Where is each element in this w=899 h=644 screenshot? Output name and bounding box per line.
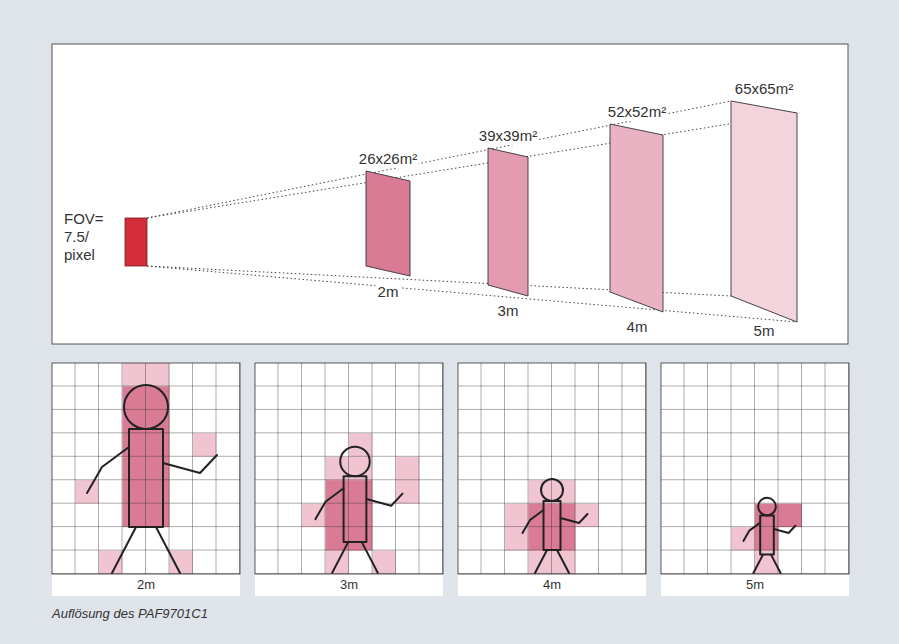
area-label: 26x26m² <box>357 150 419 168</box>
grid-panel <box>255 363 443 596</box>
view-lines <box>147 101 797 322</box>
illustration-part <box>52 363 240 596</box>
distance-label: 3m <box>496 302 521 320</box>
figure-caption: Auflösung des PAF9701C1 <box>52 606 208 621</box>
illustration-part <box>661 363 849 574</box>
area-label: 39x39m² <box>477 127 539 145</box>
illustration-part <box>147 113 797 218</box>
grid-panel <box>52 363 240 596</box>
distance-label: 3m <box>340 577 358 593</box>
illustration-part <box>87 385 217 573</box>
illustration-part <box>366 171 410 276</box>
area-label: 65x65m² <box>733 80 795 98</box>
illustration-part <box>610 124 663 312</box>
top-panel <box>52 44 848 344</box>
distance-label: 5m <box>752 322 777 340</box>
illustration-part <box>315 447 402 573</box>
sensor-pixel <box>125 218 147 266</box>
area-label: 52x52m² <box>606 103 668 121</box>
distance-label: 4m <box>625 318 650 336</box>
grid-panel <box>458 363 646 596</box>
illustration-part <box>255 363 443 574</box>
illustration-part <box>743 498 795 573</box>
grid-panel <box>661 363 849 596</box>
illustration-part <box>458 363 646 574</box>
distance-label: 4m <box>543 577 561 593</box>
illustration-part <box>255 363 443 596</box>
distance-label: 2m <box>376 283 401 301</box>
illustration-part <box>147 266 797 322</box>
illustration-part <box>458 363 646 596</box>
distance-label: 5m <box>746 577 764 593</box>
projection-planes <box>366 101 797 322</box>
illustration-part <box>523 479 588 573</box>
illustration-part <box>661 363 849 596</box>
illustration-part <box>731 101 797 322</box>
distance-label: 2m <box>137 577 155 593</box>
illustration-part <box>52 363 240 574</box>
illustration-part <box>488 148 528 296</box>
fov-label: FOV= 7.5/ pixel <box>64 210 116 264</box>
